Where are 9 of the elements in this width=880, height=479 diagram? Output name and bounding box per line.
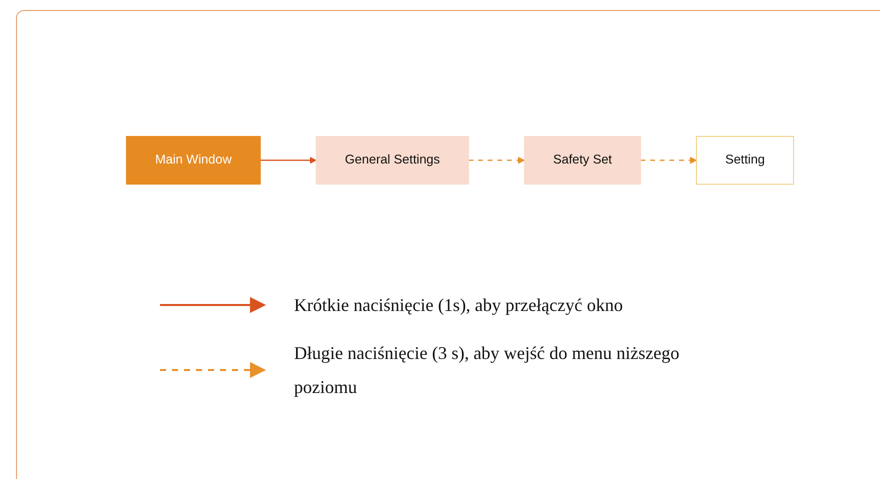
legend-text: Krótkie naciśnięcie (1s), aby przełączyć okno	[294, 294, 624, 317]
legend-text: Długie naciśnięcie (3 s), aby wejść do menu niższego poziomu	[294, 342, 680, 399]
arrow	[640, 156, 697, 164]
node-box: Safety Set	[524, 136, 642, 184]
arrow	[468, 156, 525, 164]
arrow	[260, 156, 316, 164]
node-box: Main Window	[126, 136, 261, 184]
node-box: Setting	[696, 136, 794, 184]
node-box: General Settings	[316, 136, 469, 184]
